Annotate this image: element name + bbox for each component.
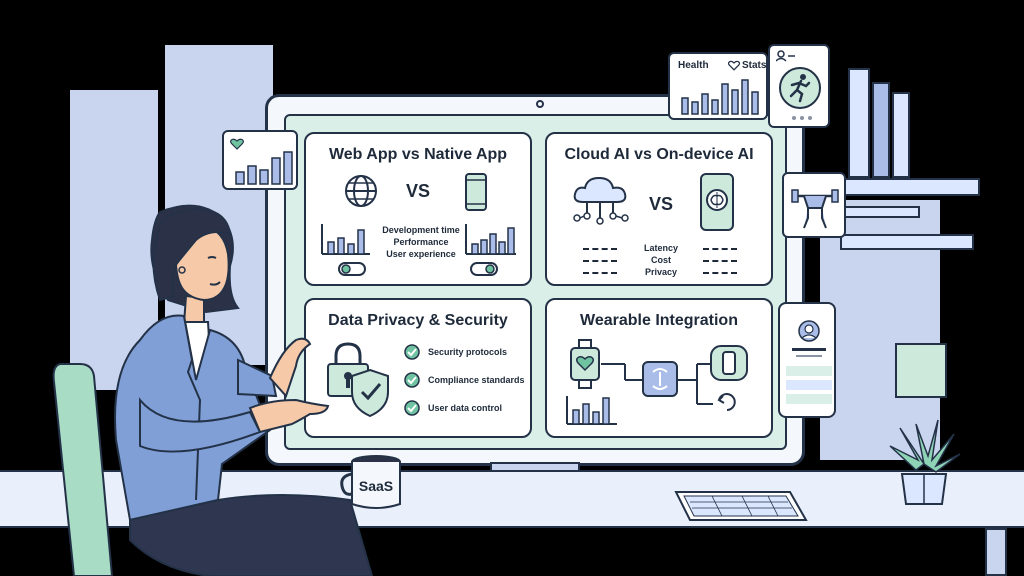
bar-chart-icon — [320, 222, 372, 256]
comparison-labels: Development time Performance User experi… — [376, 224, 466, 260]
list-row — [786, 366, 832, 376]
comparison-label: Privacy — [644, 267, 678, 277]
smartphone-icon — [464, 172, 488, 212]
comparison-labels: Latency Cost Privacy — [631, 242, 691, 278]
cloud-network-icon — [571, 174, 633, 226]
health-label: Health — [678, 60, 709, 71]
panel-title: Web App vs Native App — [328, 146, 508, 163]
monitor-camera — [536, 100, 544, 108]
workout-card — [782, 172, 846, 238]
dashed-line — [703, 248, 737, 250]
bar-chart-icon — [464, 222, 518, 256]
panel-wearable-integration: Wearable Integration — [545, 298, 773, 438]
saas-mug: SaaS — [338, 454, 412, 512]
smartwatch-icon — [570, 339, 600, 389]
fitness-band-icon — [710, 345, 748, 381]
panel-data-privacy: Data Privacy & Security Security protoco… — [304, 298, 532, 438]
stats-label: Stats — [742, 60, 767, 71]
dashed-line — [583, 260, 617, 262]
comparison-label: User experience — [386, 249, 456, 259]
dashed-line — [703, 260, 737, 262]
toggle-icon — [470, 262, 498, 276]
heart-icon — [230, 138, 244, 150]
check-circle-icon — [404, 344, 420, 360]
checklist-item: User data control — [428, 403, 503, 413]
profile-phone — [778, 302, 836, 418]
list-row — [786, 380, 832, 390]
user-icon — [776, 50, 796, 62]
checklist-item: Compliance standards — [428, 375, 525, 385]
check-circle-icon — [404, 372, 420, 388]
comparison-label: Performance — [393, 237, 449, 247]
bar-chart-icon — [235, 151, 293, 185]
lock-shield-icon — [326, 340, 392, 420]
mug-label: SaaS — [358, 478, 394, 494]
desk-leg-right — [985, 528, 1007, 576]
sync-hub-icon — [642, 361, 678, 397]
monitor-stand — [490, 462, 580, 472]
list-row — [786, 394, 832, 404]
heart-icon — [728, 60, 740, 71]
weightlifting-icon — [790, 180, 840, 232]
office-chair — [50, 362, 120, 576]
vs-label: VS — [406, 181, 431, 201]
refresh-icon — [717, 393, 736, 411]
green-square — [895, 343, 947, 398]
panel-title: Data Privacy & Security — [328, 312, 508, 329]
check-circle-icon — [404, 400, 420, 416]
vs-label: VS — [649, 194, 674, 214]
panel-title: Cloud AI vs On-device AI — [564, 146, 754, 163]
comparison-label: Latency — [643, 243, 678, 253]
dashed-line — [583, 272, 617, 274]
panel-cloud-vs-device: Cloud AI vs On-device AI VS Latency Cost… — [545, 132, 773, 286]
floating-chart-card — [222, 130, 298, 190]
runner-icon — [778, 66, 822, 110]
text-line — [796, 355, 822, 357]
person-illustration — [100, 200, 390, 576]
toggle-icon — [338, 262, 366, 276]
panel-title: Wearable Integration — [580, 312, 738, 329]
checklist-item: Security protocols — [428, 347, 508, 357]
activity-card — [768, 44, 830, 128]
mug-shape — [340, 455, 401, 509]
comparison-label: Development time — [382, 225, 460, 235]
potted-plant — [886, 416, 962, 508]
avatar — [798, 320, 820, 342]
tablet-device — [672, 490, 808, 522]
checklist: Security protocols Compliance standards … — [404, 344, 525, 416]
comparison-label: Cost — [651, 255, 671, 265]
ai-chip-phone-icon — [699, 172, 735, 232]
health-stats-card: Health Stats — [668, 52, 768, 120]
wearable-diagram — [566, 339, 748, 425]
dashed-line — [703, 272, 737, 274]
bar-chart-icon — [681, 79, 759, 115]
bar-chart-icon — [566, 396, 617, 425]
pagination-dots — [792, 116, 812, 120]
dashed-line — [583, 248, 617, 250]
panel-web-vs-native: Web App vs Native App VS Development tim… — [304, 132, 532, 286]
text-line — [792, 348, 826, 351]
globe-icon — [344, 174, 378, 208]
bookshelf — [840, 60, 980, 250]
